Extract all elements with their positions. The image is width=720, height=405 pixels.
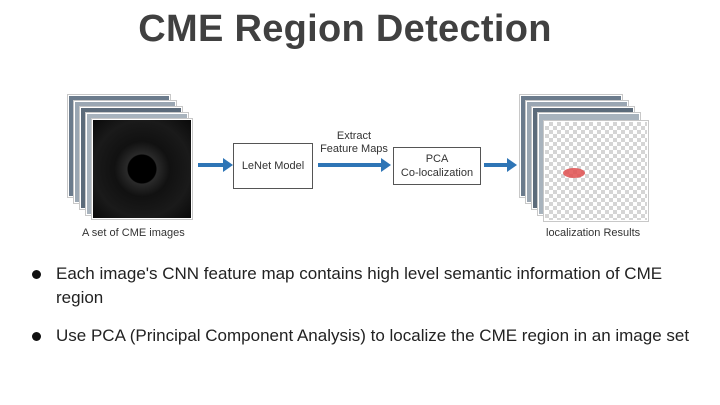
pca-label-line1: PCA [425,153,449,165]
pca-box: PCA Co-localization [393,147,481,185]
page-title: CME Region Detection [138,8,552,50]
arrow-to-results [484,158,517,172]
bullet-list: Each image's CNN feature map contains hi… [30,262,690,362]
feature-label-line1: Extract [336,130,372,142]
output-caption: localization Results [546,227,641,239]
bullet-dot-icon [32,332,41,341]
feature-label-line2: Feature Maps [320,143,388,155]
lenet-model-label: LeNet Model [241,160,305,172]
bullet-dot-icon [32,270,41,279]
pipeline-diagram: A set of CME images LeNet Model Extract … [0,85,720,245]
bullet-text: Use PCA (Principal Component Analysis) t… [56,326,690,345]
localization-result-image [544,121,648,221]
feature-maps-label: Extract Feature Maps [316,130,392,156]
lenet-model-box: LeNet Model [233,143,313,189]
arrow-to-model [198,158,233,172]
bullet-item: Each image's CNN feature map contains hi… [30,262,690,310]
cme-highlight [563,168,585,178]
pca-label-line2: Co-localization [400,167,474,179]
bullet-text: Each image's CNN feature map contains hi… [56,264,663,307]
input-caption: A set of CME images [82,227,185,239]
arrow-to-pca [318,158,391,172]
bullet-item: Use PCA (Principal Component Analysis) t… [30,324,690,348]
solar-image [92,119,192,219]
